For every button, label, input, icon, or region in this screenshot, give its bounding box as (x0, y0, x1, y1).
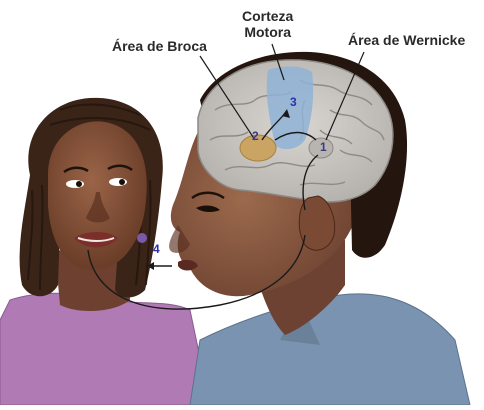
step-number-4: 4 (153, 243, 160, 255)
motor-cortex-label: Corteza Motora (242, 8, 293, 40)
step-number-1: 1 (320, 141, 327, 153)
wernicke-area-label: Área de Wernicke (348, 32, 465, 48)
broca-area-label: Área de Broca (112, 38, 207, 54)
step-number-3: 3 (290, 96, 297, 108)
step-number-2: 2 (252, 130, 259, 142)
man-figure (169, 52, 470, 405)
motor-cortex-label-line2: Motora (242, 24, 293, 40)
man-shirt (190, 294, 470, 405)
motor-cortex-label-line1: Corteza (242, 8, 293, 24)
woman-earring (137, 233, 147, 243)
woman-shirt (0, 293, 210, 405)
